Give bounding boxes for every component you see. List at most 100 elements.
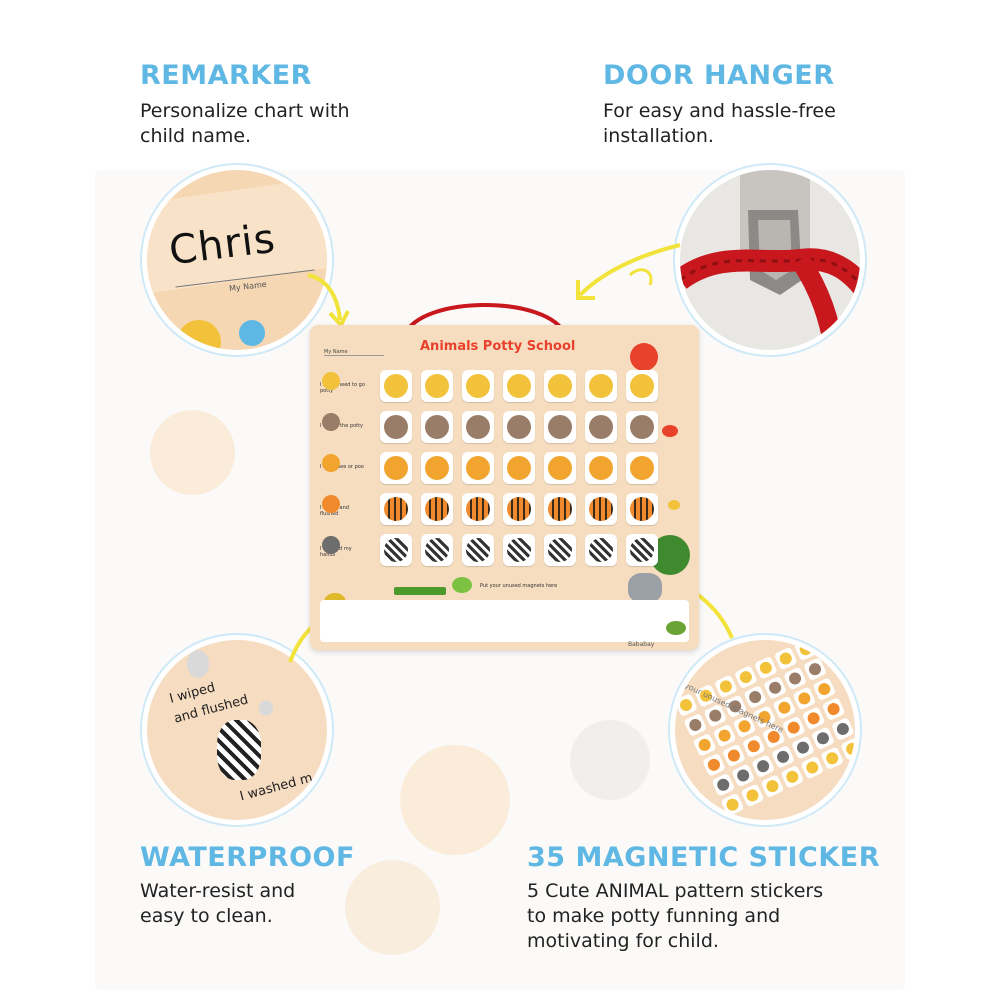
monkey-face-icon bbox=[466, 415, 490, 439]
zebra-sticker[interactable] bbox=[421, 534, 453, 566]
lion-sticker[interactable] bbox=[421, 452, 453, 484]
lion-sticker[interactable] bbox=[503, 452, 535, 484]
giraffe-mini-sticker bbox=[840, 736, 855, 761]
lion-sticker[interactable] bbox=[544, 452, 576, 484]
monkey-sticker[interactable] bbox=[503, 411, 535, 443]
monkey-sticker[interactable] bbox=[462, 411, 494, 443]
zebra-sticker[interactable] bbox=[626, 534, 658, 566]
tiger-face-icon bbox=[466, 497, 490, 521]
mini-face-icon bbox=[816, 681, 833, 698]
magnetic-sticker-title: 35 MAGNETIC STICKER bbox=[527, 842, 880, 873]
mini-face-icon bbox=[735, 767, 752, 784]
door-hanger-description: For easy and hassle-free installation. bbox=[603, 100, 836, 147]
lion-face-icon bbox=[548, 456, 572, 480]
lion-sticker[interactable] bbox=[585, 452, 617, 484]
lion-mini-sticker bbox=[812, 677, 837, 702]
monkey-sticker[interactable] bbox=[421, 411, 453, 443]
tiger-sticker[interactable] bbox=[626, 493, 658, 525]
zebra-mini-sticker bbox=[711, 772, 736, 797]
giraffe-face-icon bbox=[630, 374, 654, 398]
water-drop-icon bbox=[239, 320, 265, 346]
lion-mini-sticker bbox=[772, 695, 797, 720]
monkey-sticker[interactable] bbox=[585, 411, 617, 443]
giraffe-sticker[interactable] bbox=[585, 370, 617, 402]
zebra-sticker[interactable] bbox=[503, 534, 535, 566]
monkey-sticker[interactable] bbox=[626, 411, 658, 443]
rope-handle bbox=[395, 290, 575, 344]
giraffe-sticker[interactable] bbox=[503, 370, 535, 402]
zebra-face-icon bbox=[589, 538, 613, 562]
lion-face-icon bbox=[384, 456, 408, 480]
faded-lion-decoration bbox=[400, 745, 510, 855]
lizard-icon bbox=[452, 577, 472, 593]
lion-sticker[interactable] bbox=[380, 452, 412, 484]
faded-tiger-decoration bbox=[345, 860, 440, 955]
lion-face-icon bbox=[589, 456, 613, 480]
monkey-face-icon bbox=[548, 415, 572, 439]
monkey-sticker[interactable] bbox=[380, 411, 412, 443]
tiger-face-icon bbox=[425, 497, 449, 521]
mini-face-icon bbox=[678, 697, 695, 713]
lion-face-icon bbox=[466, 456, 490, 480]
giraffe-mini-sticker bbox=[675, 693, 699, 717]
leaf-decoration bbox=[666, 621, 686, 635]
mini-face-icon bbox=[705, 756, 722, 773]
monkey-face-icon bbox=[384, 415, 408, 439]
zebra-sticker[interactable] bbox=[544, 534, 576, 566]
tiger-mini-sticker bbox=[701, 752, 726, 777]
unused-magnet-area bbox=[320, 600, 689, 642]
giraffe-sticker[interactable] bbox=[462, 370, 494, 402]
waterproof-title: WATERPROOF bbox=[140, 842, 355, 873]
mini-face-icon bbox=[796, 690, 813, 707]
tiger-sticker[interactable] bbox=[380, 493, 412, 525]
giraffe-sticker[interactable] bbox=[380, 370, 412, 402]
lion-sticker[interactable] bbox=[462, 452, 494, 484]
giraffe-mini-sticker bbox=[793, 640, 818, 662]
monkey-sticker[interactable] bbox=[544, 411, 576, 443]
giraffe-sticker[interactable] bbox=[626, 370, 658, 402]
zebra-mini-sticker bbox=[810, 726, 835, 751]
board-title: Animals Potty School bbox=[420, 339, 576, 354]
monkey-mini-sticker bbox=[683, 713, 708, 737]
mini-face-icon bbox=[775, 748, 792, 765]
giraffe-face-icon bbox=[548, 374, 572, 398]
giraffe-mini-sticker bbox=[753, 655, 778, 680]
zebra-mini-sticker bbox=[830, 717, 855, 741]
zebra-face-icon bbox=[425, 538, 449, 562]
monkey-mini-sticker bbox=[803, 657, 827, 682]
giraffe-face-icon bbox=[384, 374, 408, 398]
parrot-icon bbox=[630, 343, 658, 371]
mini-face-icon bbox=[696, 736, 713, 753]
zebra-sticker[interactable] bbox=[585, 534, 617, 566]
remarker-title: REMARKER bbox=[140, 60, 312, 91]
waterproof-description: Water-resist and easy to clean. bbox=[140, 880, 296, 927]
row-label: I said I need to go potty bbox=[320, 382, 365, 394]
mini-face-icon bbox=[785, 719, 802, 736]
tiger-sticker[interactable] bbox=[544, 493, 576, 525]
monkey-mini-sticker bbox=[743, 685, 768, 710]
tiger-sticker[interactable] bbox=[585, 493, 617, 525]
giraffe-sticker[interactable] bbox=[544, 370, 576, 402]
brand-label: Bababay bbox=[628, 641, 655, 648]
mini-sticker-grid bbox=[675, 640, 855, 820]
tiger-sticker[interactable] bbox=[503, 493, 535, 525]
monkey-face-icon bbox=[589, 415, 613, 439]
tiger-sticker[interactable] bbox=[421, 493, 453, 525]
zebra-sticker[interactable] bbox=[462, 534, 494, 566]
mini-face-icon bbox=[805, 710, 822, 727]
magnetic-sticker-closeup-circle: Put your unused magnets here bbox=[675, 640, 855, 820]
giraffe-row-icon bbox=[322, 372, 340, 390]
giraffe-sticker[interactable] bbox=[421, 370, 453, 402]
zebra-mini-sticker bbox=[731, 763, 756, 788]
tiger-sticker[interactable] bbox=[462, 493, 494, 525]
monkey-mini-sticker bbox=[783, 666, 808, 691]
zebra-face-icon bbox=[630, 538, 654, 562]
hook-and-rope-illustration bbox=[680, 170, 860, 350]
mini-face-icon bbox=[777, 650, 794, 667]
lion-mini-sticker bbox=[712, 723, 737, 748]
mini-face-icon bbox=[825, 701, 842, 718]
giraffe-mini-sticker bbox=[820, 746, 845, 771]
lion-mini-sticker bbox=[692, 732, 717, 757]
zebra-sticker[interactable] bbox=[380, 534, 412, 566]
lion-sticker[interactable] bbox=[626, 452, 658, 484]
